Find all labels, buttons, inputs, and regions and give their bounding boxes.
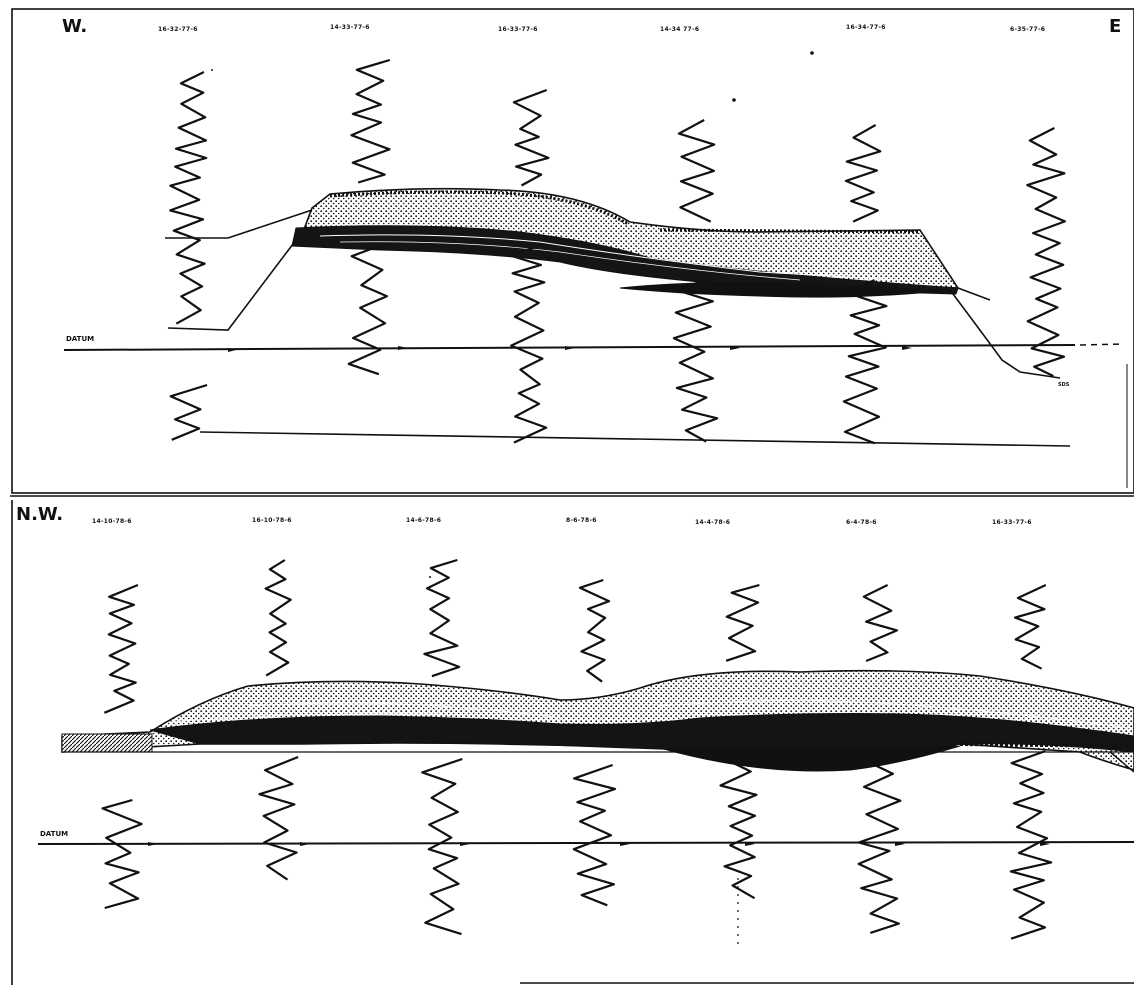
well-label: 6-35-77-6	[1010, 26, 1045, 33]
bottom-sand-body	[62, 671, 1134, 771]
log-trace	[1027, 128, 1065, 376]
top-right-direction-label: E	[1109, 16, 1121, 37]
log-trace	[104, 585, 137, 713]
well-label: 16-10-78-6	[252, 517, 292, 524]
log-trace	[266, 560, 291, 676]
log-trace	[510, 245, 546, 443]
well-label: 14-34 77-6	[660, 26, 699, 33]
well-label: 14-4-78-6	[695, 519, 730, 526]
well-label: 14-10-78-6	[92, 518, 132, 525]
log-trace	[844, 280, 887, 443]
well-label: 8-6-78-6	[566, 517, 597, 524]
scan-speck	[810, 51, 814, 55]
log-trace	[1015, 585, 1046, 669]
well-label: 14-33-77-6	[330, 24, 370, 31]
log-trace	[721, 745, 762, 898]
log-trace	[580, 580, 609, 682]
well-log-traces	[103, 60, 1065, 939]
bottom-hatched-left-margin	[62, 734, 152, 752]
scan-speck	[211, 69, 213, 71]
well-label: 14-6-78-6	[406, 517, 441, 524]
log-trace	[103, 800, 142, 908]
log-trace	[170, 72, 206, 324]
top-left-direction-label: W.	[62, 16, 87, 37]
scan-speck	[429, 576, 431, 578]
top-lower-marker-line	[200, 432, 1070, 446]
log-trace	[846, 125, 880, 222]
well-label: 16-32-77-6	[158, 26, 198, 33]
top-datum-label: DATUM	[66, 335, 94, 343]
well-label: 16-33-77-6	[992, 519, 1032, 526]
bottom-datum-label: DATUM	[40, 830, 68, 838]
log-trace	[574, 765, 615, 905]
well-label: 16-34-77-6	[846, 24, 886, 31]
log-trace	[864, 585, 897, 661]
well-label: 6-4-78-6	[846, 519, 877, 526]
log-trace	[259, 757, 298, 880]
top-annotation-label: SDS	[1058, 382, 1069, 388]
well-label: 16-33-77-6	[498, 26, 538, 33]
log-trace	[859, 745, 901, 933]
log-trace	[679, 120, 714, 222]
log-trace	[514, 90, 549, 186]
log-trace	[673, 280, 718, 442]
log-trace	[351, 60, 389, 183]
bottom-left-direction-label: N.W.	[16, 504, 63, 525]
log-trace	[422, 759, 462, 934]
top-sand-body	[292, 189, 958, 297]
scan-speck	[732, 98, 736, 102]
log-trace	[726, 585, 759, 661]
log-trace	[349, 245, 387, 374]
